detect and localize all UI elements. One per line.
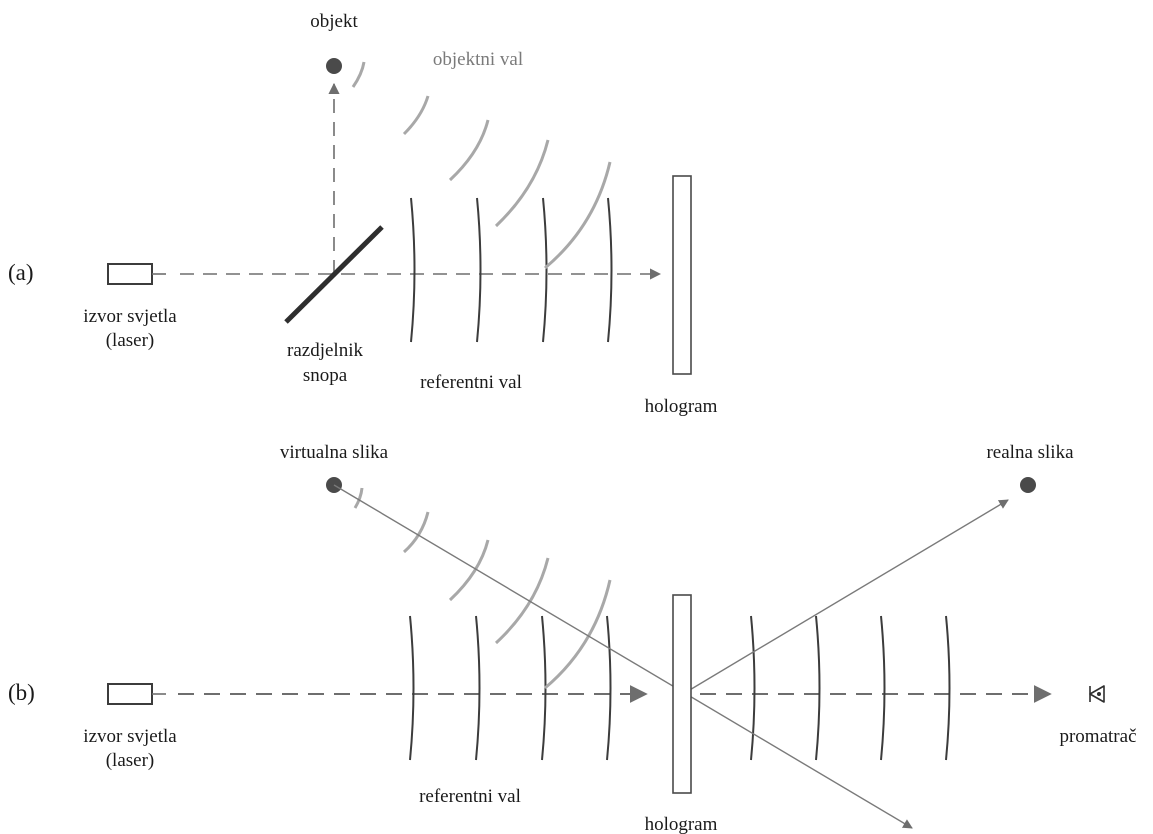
eye-icon: [1089, 685, 1105, 703]
source-label-b-2: (laser): [106, 750, 155, 771]
splitter-label-2: snopa: [303, 365, 348, 386]
real-image-label: realna slika: [986, 442, 1074, 463]
hologram-b: [672, 594, 692, 794]
reference-wave-b: [409, 615, 612, 761]
source-label-a-1: izvor svjetla: [83, 306, 177, 327]
source-label-b-1: izvor svjetla: [83, 726, 177, 747]
panel-b: (b) izvor svjetla (laser) referentni val…: [8, 442, 1137, 834]
object-wave-b: [353, 487, 612, 690]
object-wave-a: [351, 61, 612, 270]
virtual-image-label: virtualna slika: [280, 442, 389, 463]
beam-splitter: [284, 225, 384, 324]
transmitted-wave-b: [750, 615, 951, 761]
virtual-image-ray: [333, 484, 913, 829]
panel-a: (a) izvor svjetla (laser) objekt razdjel…: [8, 11, 718, 417]
reference-wave-label-a: referentni val: [420, 372, 522, 393]
real-image-ray: [682, 499, 1009, 695]
observer-label: promatrač: [1059, 726, 1136, 747]
object-label: objekt: [310, 11, 358, 32]
hologram-label-b: hologram: [645, 814, 718, 834]
hologram-label-a: hologram: [645, 396, 718, 417]
object-dot: [326, 58, 342, 74]
reference-wave-a: [410, 197, 613, 343]
laser-source-b: [107, 683, 153, 705]
hologram-a: [672, 175, 692, 375]
reference-wave-label-b: referentni val: [419, 786, 521, 807]
object-wave-label: objektni val: [433, 49, 523, 70]
splitter-label-1: razdjelnik: [287, 340, 363, 361]
source-label-a-2: (laser): [106, 330, 155, 351]
real-image-dot: [1020, 477, 1036, 493]
laser-source-a: [107, 263, 153, 285]
panel-b-label: (b): [8, 680, 35, 705]
panel-a-label: (a): [8, 260, 34, 285]
